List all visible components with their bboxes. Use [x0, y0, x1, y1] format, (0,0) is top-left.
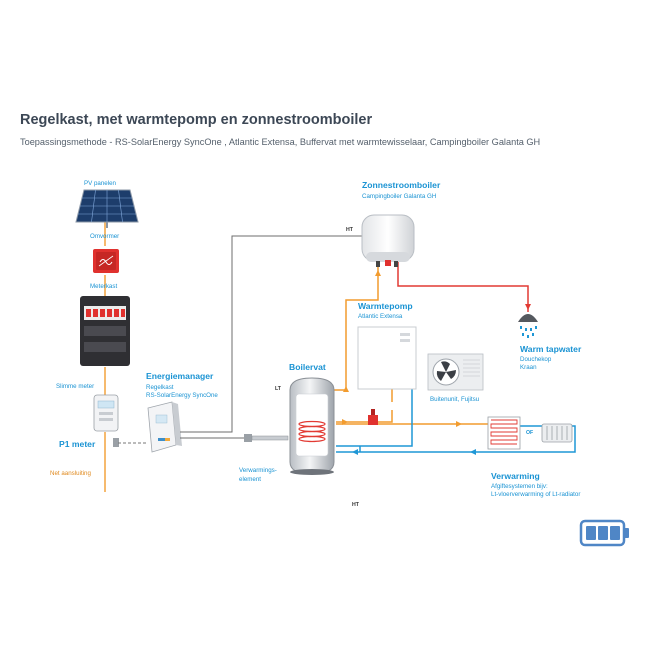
signal-line-zonnestroomboiler: [180, 235, 362, 433]
label-zonnestroomboiler-sub: Campingboiler Galanta GH: [362, 193, 437, 200]
label-boilervat: Boilervat: [289, 362, 326, 372]
label-warm-tapwater-line1: Douchekop: [520, 356, 552, 363]
pipe-cold-heatpump: [336, 380, 413, 447]
label-verwarming-line2: Lt-vloerverwarming of Lt-radiator: [491, 491, 581, 498]
omvormer-icon: [93, 249, 119, 273]
pipe-hot-tapwater: [397, 260, 529, 312]
label-warm-tapwater-title: Warm tapwater: [520, 344, 582, 354]
douchekop-icon: [518, 314, 538, 338]
label-verwarming-title: Verwarming: [491, 471, 540, 481]
label-energiemanager-line1: Regelkast: [146, 384, 174, 391]
energiemanager-icon: [147, 401, 182, 453]
label-verwarmingselement-line1: Verwarmings-: [239, 467, 277, 474]
label-warmtepomp-title: Warmtepomp: [358, 301, 413, 311]
flow-arrows: [342, 270, 531, 455]
zonnestroomboiler-icon: [361, 214, 415, 267]
p1-connector-icon: [113, 438, 119, 447]
page-title: Regelkast, met warmtepomp en zonnestroom…: [20, 112, 373, 128]
warmtepomp-binnenunit-icon: [357, 326, 417, 390]
label-ht-top: HT: [346, 227, 353, 233]
label-warmtepomp-sub: Atlantic Extensa: [358, 313, 403, 320]
label-slimme-meter: Slimme meter: [56, 383, 95, 390]
label-zonnestroomboiler-title: Zonnestroomboiler: [362, 180, 441, 190]
radiator-icon: [541, 423, 573, 443]
label-pv-panelen: PV panelen: [84, 180, 116, 187]
label-warm-tapwater-line2: Kraan: [520, 364, 537, 371]
label-buitenunit: Buitenunit, Fujitsu: [430, 396, 480, 403]
label-ht-bottom: HT: [352, 502, 359, 508]
label-verwarmingselement-line2: element: [239, 476, 262, 483]
label-p1-meter: P1 meter: [59, 439, 96, 449]
label-energiemanager-title: Energiemanager: [146, 371, 214, 381]
battery-icon: [579, 519, 629, 547]
slimme-meter-icon: [93, 394, 119, 432]
vloerverwarming-icon: [487, 416, 521, 450]
label-of: OF: [526, 430, 534, 436]
label-energiemanager-line2: RS-SolarEnergy SyncOne: [146, 392, 218, 399]
label-omvormer: Omvormer: [90, 233, 120, 240]
label-verwarming-line1: Afgiftesystemen bijv:: [491, 483, 548, 490]
label-net-aansluiting: Net aansluiting: [50, 470, 91, 477]
boilervat-icon: [289, 377, 335, 475]
label-lt: LT: [275, 386, 281, 392]
pipe-warm-to-boiler: [331, 266, 379, 391]
meterkast-icon: [80, 296, 130, 366]
page-subtitle: Toepassingsmethode - RS-SolarEnergy Sync…: [20, 137, 541, 147]
pv-panel-icon: [75, 189, 139, 228]
buitenunit-icon: [427, 353, 484, 391]
three-way-valve-icon: [368, 409, 378, 425]
label-meterkast: Meterkast: [90, 283, 118, 290]
verwarmingselement-icon: [244, 434, 289, 442]
pipe-cold-return: [336, 425, 576, 453]
